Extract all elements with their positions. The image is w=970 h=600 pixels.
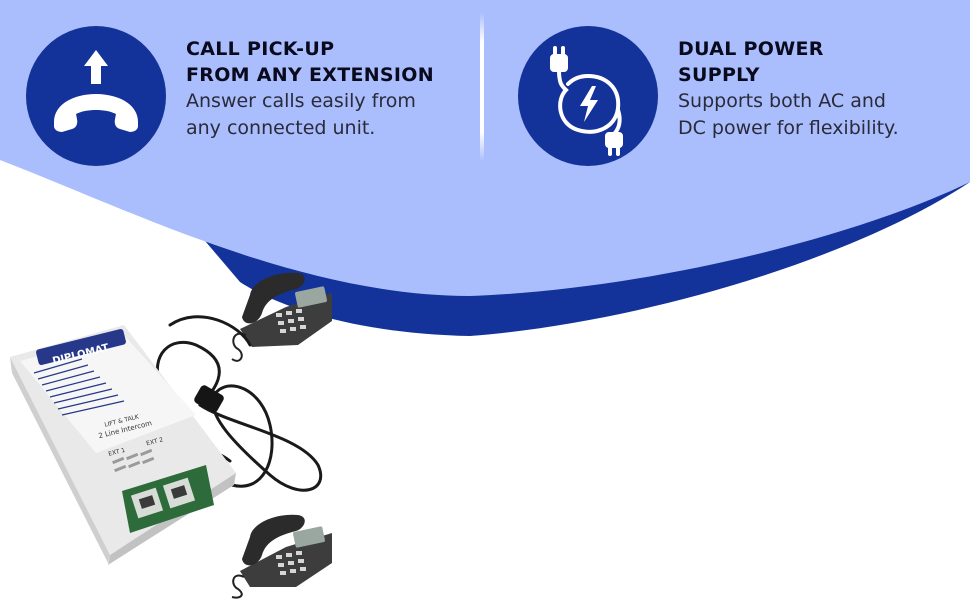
feature-title: DUAL POWER SUPPLY [678, 38, 824, 86]
light-blue-band [0, 0, 970, 296]
intercom-box: DIPLOMAT LIFT & TALK 2 Line Intercom EXT… [10, 325, 236, 565]
feature-dual-power: DUAL POWER SUPPLY Supports both AC and D… [518, 26, 958, 166]
feature-description: Supports both AC and DC power for flexib… [678, 90, 899, 139]
telephone-bottom [231, 514, 332, 599]
phone-pickup-icon [54, 50, 138, 132]
feature-call-pickup: CALL PICK-UP FROM ANY EXTENSION Answer c… [26, 26, 466, 166]
feature-title: CALL PICK-UP FROM ANY EXTENSION [186, 38, 434, 86]
feature-divider [480, 12, 484, 162]
product-port1-label: EXT 1 [108, 447, 127, 458]
product-illustration: DIPLOMAT LIFT & TALK 2 Line Intercom EXT… [10, 272, 332, 599]
feature-icon-circle [518, 26, 658, 166]
feature-icon-circle [26, 26, 166, 166]
power-plug-bolt-icon [550, 46, 623, 156]
feature-description: Answer calls easily from any connected u… [186, 90, 416, 139]
product-port2-label: EXT 2 [146, 436, 165, 447]
telephone-top [231, 272, 332, 362]
